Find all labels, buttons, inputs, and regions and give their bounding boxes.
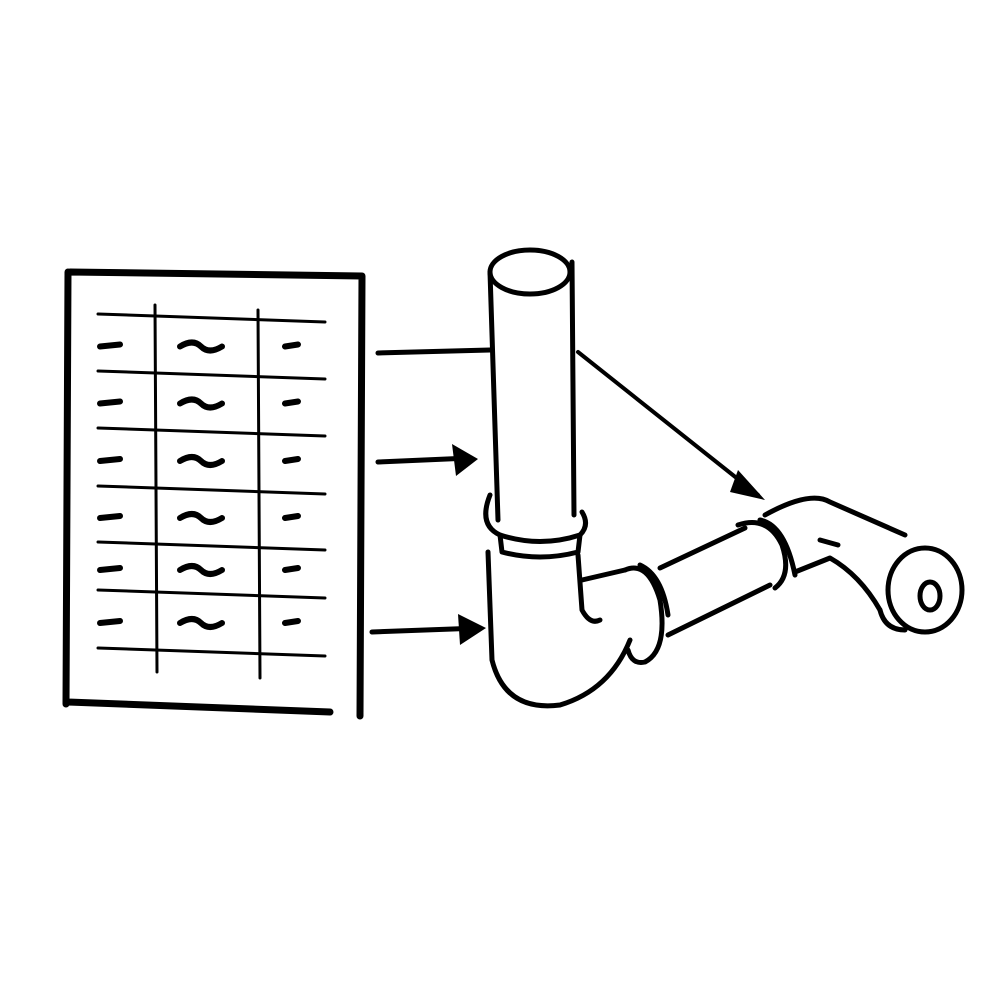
table-cell-mark — [97, 341, 123, 350]
table-cell-mark — [97, 565, 123, 573]
table-cell-mark — [177, 396, 225, 411]
table-cell-mark — [97, 618, 123, 626]
arrow-right-icon — [369, 614, 486, 645]
table-cell-mark — [282, 513, 301, 521]
table-cell-mark — [282, 618, 301, 626]
table-cell-mark — [282, 565, 301, 573]
table-row-line — [96, 312, 327, 324]
table-row-line — [96, 646, 327, 658]
table-row-line — [96, 588, 327, 600]
table-cell-mark — [177, 511, 225, 525]
table-icon — [62, 268, 366, 720]
table-cell-mark — [282, 341, 301, 350]
table-cell-mark — [177, 454, 225, 468]
arrow-diagonal-icon — [576, 350, 765, 500]
table-cell-mark — [282, 456, 301, 464]
pipe-icon — [483, 247, 965, 709]
table-cell-mark — [177, 339, 225, 354]
table-row-line — [96, 540, 327, 552]
table-cell-mark — [97, 398, 123, 407]
table-cell-mark — [177, 616, 225, 630]
table-cell-mark — [97, 513, 123, 521]
table-cell-mark — [177, 563, 225, 577]
table-row-line — [96, 369, 327, 381]
arrow-right-icon — [375, 444, 478, 476]
table-row-line — [96, 484, 327, 496]
table-cell-mark — [97, 456, 123, 464]
table-cell-mark — [282, 398, 301, 407]
table-row-line — [96, 426, 327, 438]
arrow-top-connector — [375, 347, 493, 356]
table-column-line — [153, 303, 159, 674]
table-column-line — [256, 308, 262, 680]
